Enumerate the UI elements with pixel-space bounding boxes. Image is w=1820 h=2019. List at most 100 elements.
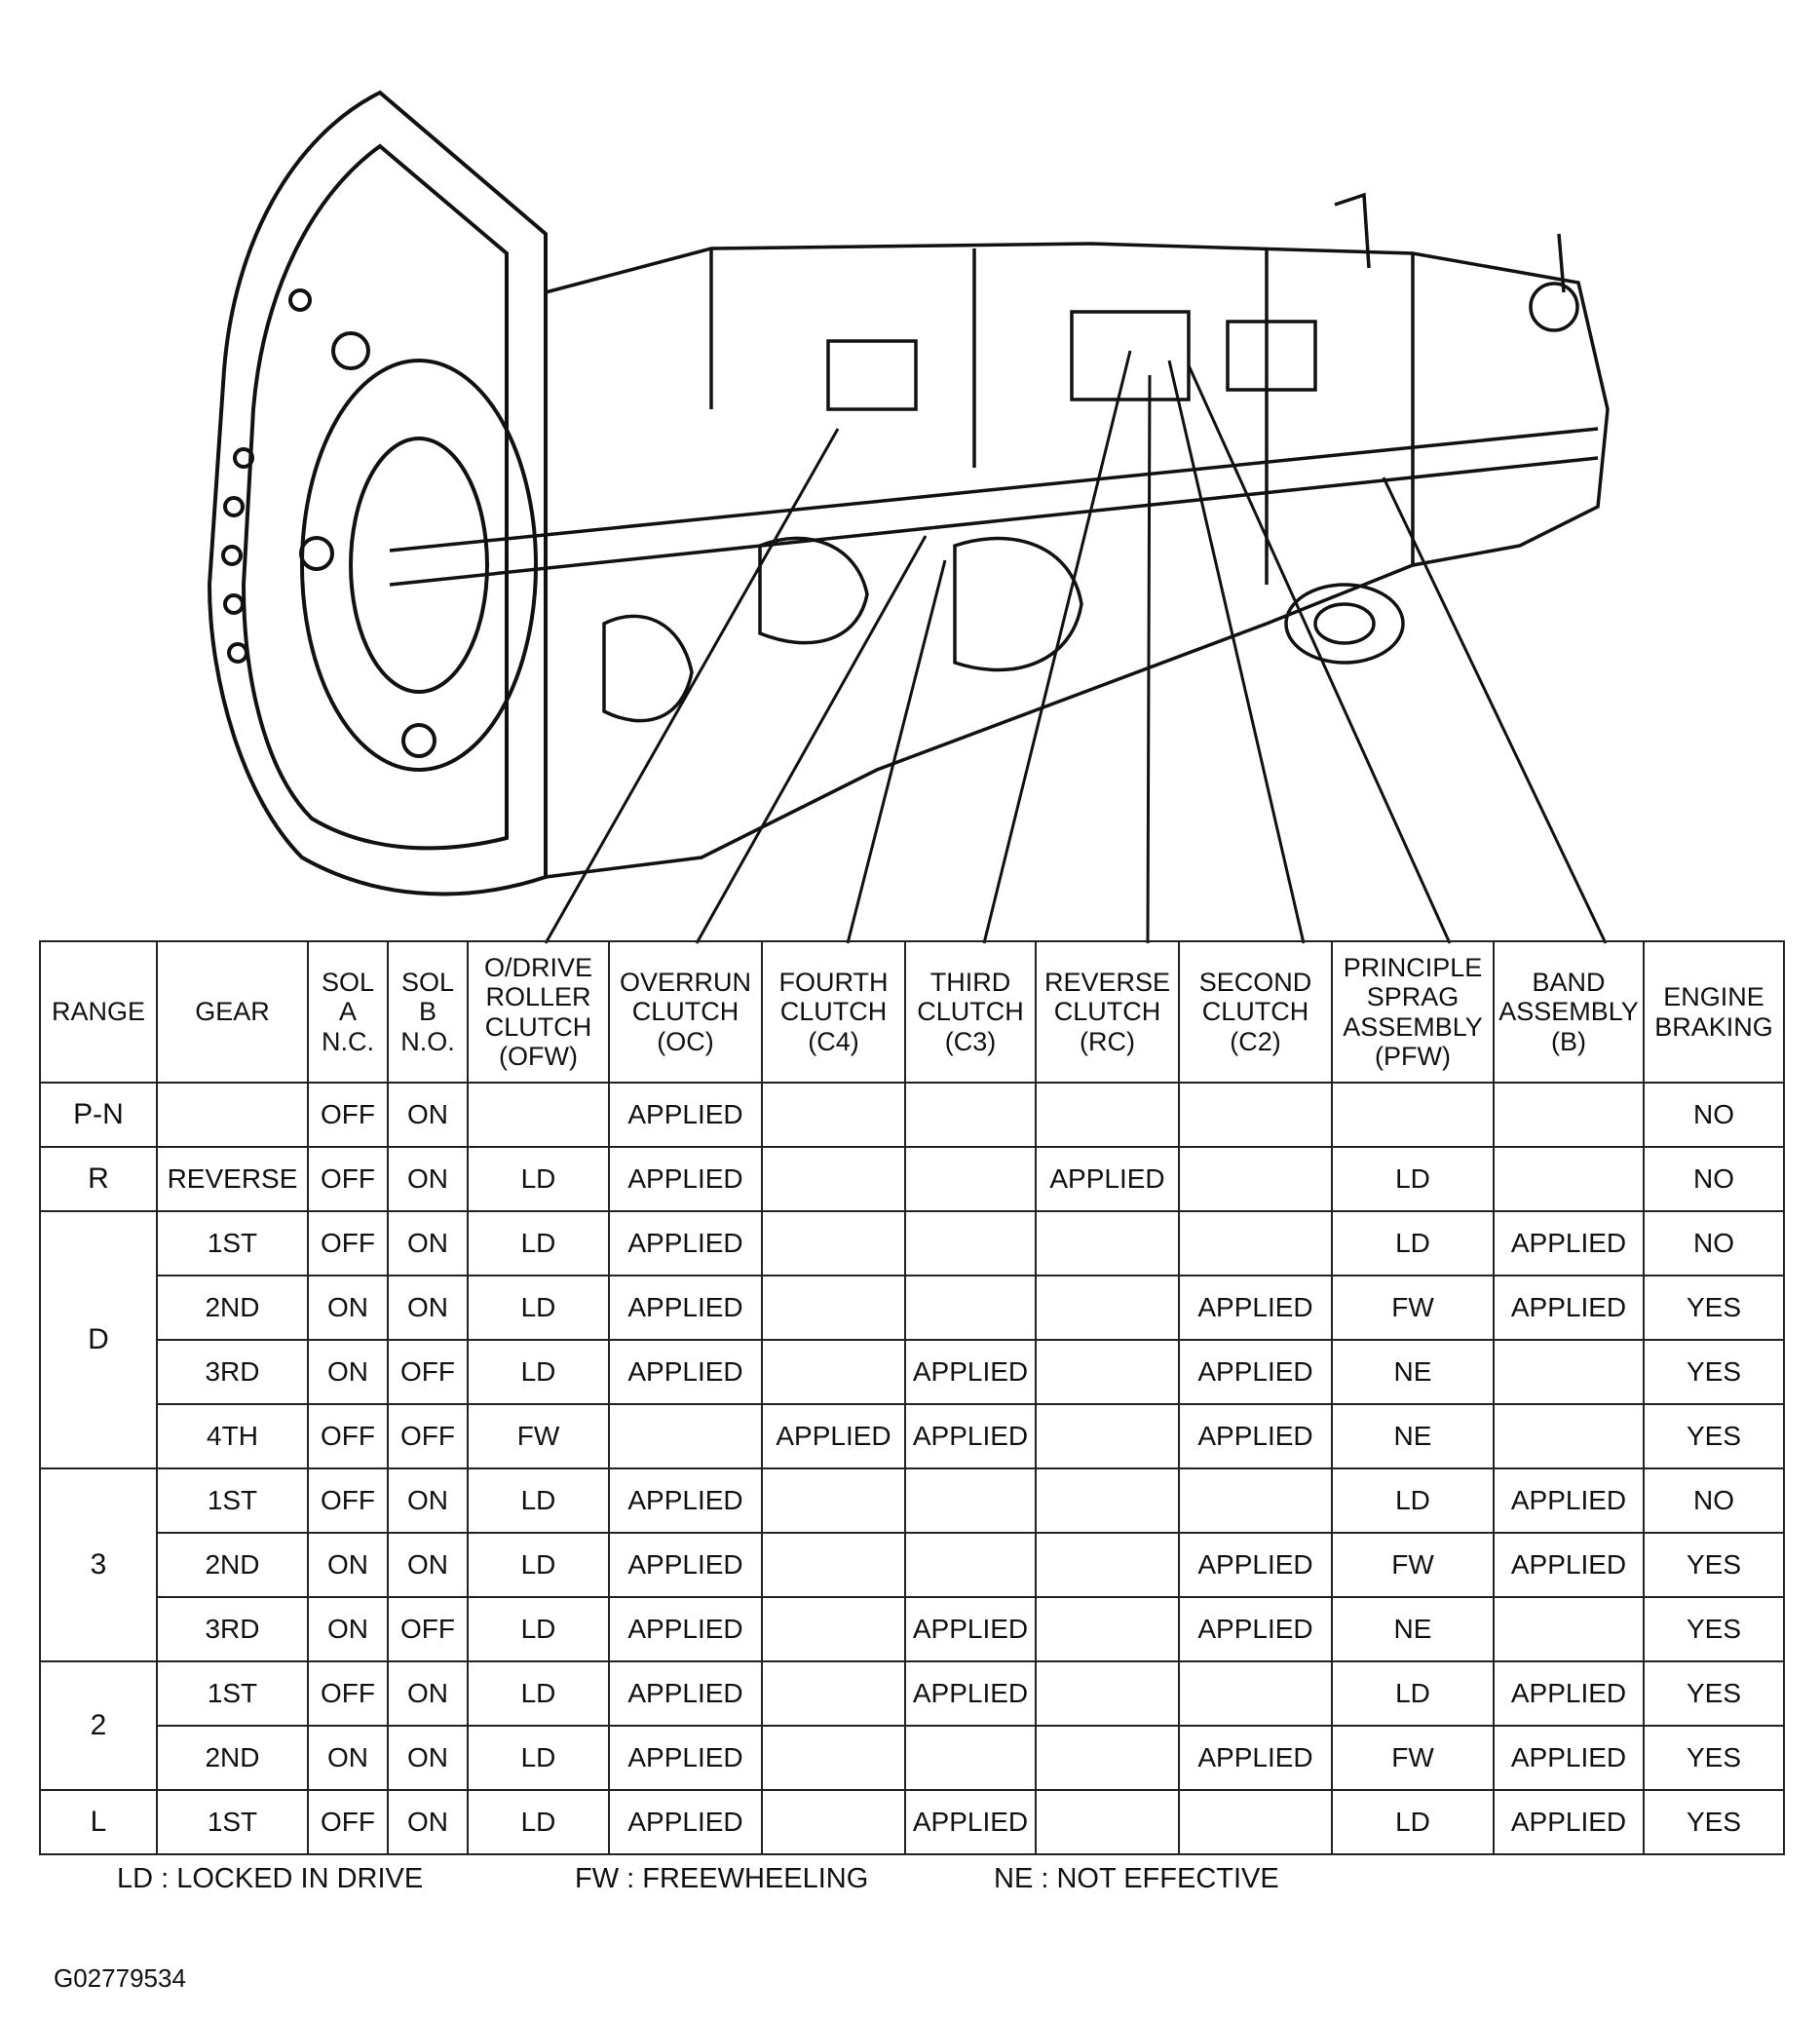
header-range: RANGE: [39, 940, 158, 1084]
header-line: N.O.: [400, 1026, 455, 1056]
cell-oc: APPLIED: [608, 1467, 763, 1534]
range-cell: 2: [39, 1660, 158, 1791]
cell-rc: [1035, 1339, 1180, 1405]
cell-c3: [904, 1467, 1037, 1534]
cell-gear: 3RD: [156, 1339, 309, 1405]
cell-rc: [1035, 1082, 1180, 1148]
cell-band: APPLIED: [1493, 1275, 1645, 1341]
header-line: (C3): [944, 1026, 997, 1056]
cell-c4: [761, 1210, 906, 1276]
header-line: REVERSE: [1043, 968, 1171, 998]
cell-sol-b: OFF: [387, 1339, 469, 1405]
cell-engine-braking: YES: [1643, 1339, 1785, 1405]
cell-rc: [1035, 1789, 1180, 1855]
cell-pfw: LD: [1331, 1210, 1495, 1276]
cell-ofw: LD: [467, 1789, 610, 1855]
leader-pfw: [1187, 364, 1452, 944]
cell-oc: APPLIED: [608, 1146, 763, 1212]
cell-sol-b: ON: [387, 1210, 469, 1276]
header-line: CLUTCH: [1053, 997, 1161, 1027]
cell-c4: [761, 1082, 906, 1148]
cell-c2: APPLIED: [1178, 1339, 1333, 1405]
header-line: (RC): [1080, 1026, 1135, 1056]
cell-engine-braking: NO: [1643, 1210, 1785, 1276]
header-line: N.C.: [322, 1026, 374, 1056]
legend-ld: LD : LOCKED IN DRIVE: [117, 1863, 424, 1894]
cell-engine-braking: NO: [1643, 1146, 1785, 1212]
cell-band: [1493, 1596, 1645, 1662]
cell-c2: APPLIED: [1178, 1596, 1333, 1662]
cell-sol-b: ON: [387, 1660, 469, 1727]
cell-c3: APPLIED: [904, 1596, 1037, 1662]
leader-c2: [1167, 360, 1306, 944]
legend-ne: NE : NOT EFFECTIVE: [994, 1863, 1279, 1894]
cell-sol-a: ON: [307, 1339, 389, 1405]
cell-pfw: LD: [1331, 1146, 1495, 1212]
cell-ofw: FW: [467, 1403, 610, 1469]
cell-oc: APPLIED: [608, 1660, 763, 1727]
cell-oc: APPLIED: [608, 1789, 763, 1855]
cell-pfw: FW: [1331, 1532, 1495, 1598]
cell-ofw: LD: [467, 1146, 610, 1212]
cell-sol-a: OFF: [307, 1146, 389, 1212]
cell-engine-braking: YES: [1643, 1275, 1785, 1341]
callout-leader-lines: [544, 350, 1608, 944]
header-line: GEAR: [195, 997, 270, 1027]
leader-oc: [695, 535, 928, 944]
header-line: FOURTH: [778, 968, 889, 998]
cell-pfw: NE: [1331, 1339, 1495, 1405]
cell-c2: APPLIED: [1178, 1275, 1333, 1341]
cell-rc: [1035, 1725, 1180, 1791]
cell-band: APPLIED: [1493, 1467, 1645, 1534]
header-line: (B): [1551, 1026, 1586, 1056]
cell-band: APPLIED: [1493, 1725, 1645, 1791]
cell-c3: [904, 1275, 1037, 1341]
cell-gear: 1ST: [156, 1210, 309, 1276]
cell-c3: APPLIED: [904, 1339, 1037, 1405]
cell-pfw: NE: [1331, 1596, 1495, 1662]
cell-sol-b: ON: [387, 1725, 469, 1791]
cell-engine-braking: YES: [1643, 1725, 1785, 1791]
cell-ofw: LD: [467, 1210, 610, 1276]
cell-c4: [761, 1532, 906, 1598]
cell-engine-braking: YES: [1643, 1660, 1785, 1727]
cell-rc: [1035, 1403, 1180, 1469]
cell-c2: [1178, 1467, 1333, 1534]
header-line: THIRD: [929, 968, 1011, 998]
cell-sol-a: OFF: [307, 1082, 389, 1148]
cell-ofw: [467, 1082, 610, 1148]
cell-c4: [761, 1275, 906, 1341]
cell-c4: [761, 1146, 906, 1212]
range-cell: R: [39, 1146, 158, 1212]
cell-rc: [1035, 1532, 1180, 1598]
header-line: CLUTCH: [484, 1011, 592, 1042]
header-line: ASSEMBLY: [1343, 1011, 1483, 1042]
header-line: A: [338, 997, 357, 1027]
cell-sol-a: OFF: [307, 1210, 389, 1276]
header-line: CLUTCH: [917, 997, 1024, 1027]
header-line: (C2): [1230, 1026, 1281, 1056]
cell-gear: 1ST: [156, 1789, 309, 1855]
cell-pfw: LD: [1331, 1467, 1495, 1534]
cell-engine-braking: NO: [1643, 1082, 1785, 1148]
cell-oc: [608, 1403, 763, 1469]
header-line: CLUTCH: [1201, 997, 1309, 1027]
cell-gear: REVERSE: [156, 1146, 309, 1212]
cell-ofw: LD: [467, 1275, 610, 1341]
header-line: O/DRIVE: [483, 953, 593, 983]
leader-c3: [982, 350, 1132, 944]
